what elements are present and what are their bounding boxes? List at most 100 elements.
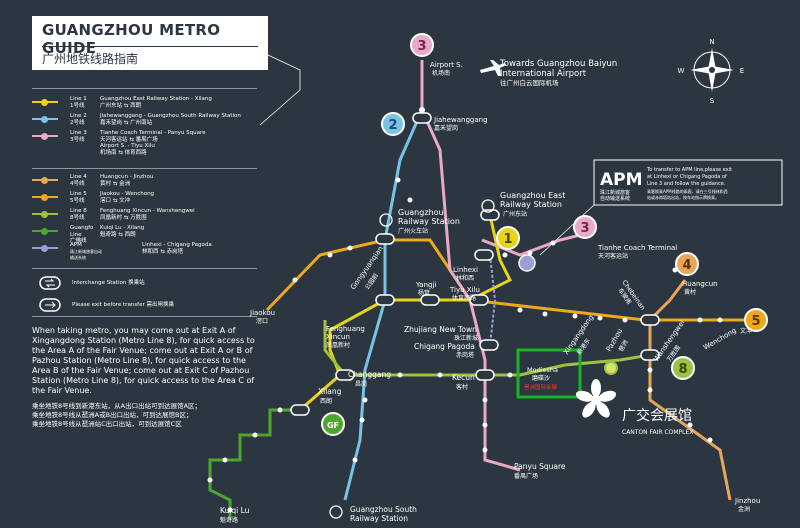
svg-text:GF: GF <box>327 421 339 430</box>
svg-text:2: 2 <box>388 118 397 133</box>
svg-text:客村: 客村 <box>456 383 468 391</box>
line3-badge-top: 3 <box>410 33 434 57</box>
apm-route <box>489 254 497 346</box>
svg-text:Fenghuang: Fenghuang <box>326 325 365 333</box>
svg-text:Airport S.: Airport S. <box>430 61 463 69</box>
svg-text:西朗: 西朗 <box>320 397 332 405</box>
svg-text:Wenchong: Wenchong <box>702 326 738 351</box>
railway-station-icon <box>329 199 495 519</box>
svg-text:Railway Station: Railway Station <box>398 217 460 226</box>
svg-text:Changgang: Changgang <box>348 370 391 379</box>
svg-text:乘客换乘APM线路的乘客，请在三号线林和西: 乘客换乘APM线路的乘客，请在三号线林和西 <box>647 188 728 194</box>
line5-swatch <box>32 193 58 201</box>
guangfo-swatch <box>32 227 58 235</box>
svg-text:Guangzhou South: Guangzhou South <box>350 505 417 514</box>
legend-divider <box>32 88 257 89</box>
svg-text:凤凰新村: 凤凰新村 <box>326 341 350 349</box>
line4-swatch <box>32 176 58 184</box>
line8-badge: 8 <box>671 356 695 380</box>
svg-text:魁奇路: 魁奇路 <box>220 516 238 524</box>
svg-text:滘口: 滘口 <box>256 317 268 325</box>
svg-text:天河客运站: 天河客运站 <box>598 252 628 260</box>
svg-text:5: 5 <box>751 314 760 329</box>
station-dots <box>207 107 723 513</box>
svg-text:Zhujiang New Town: Zhujiang New Town <box>404 325 477 334</box>
apm-icon <box>518 254 536 272</box>
guangfo-route <box>208 408 300 520</box>
svg-text:Linhexi: Linhexi <box>453 266 478 274</box>
svg-text:Jiahewanggang: Jiahewanggang <box>433 116 488 124</box>
svg-text:Railway Station: Railway Station <box>350 514 408 523</box>
svg-text:Kecun: Kecun <box>452 373 475 382</box>
svg-text:S: S <box>710 97 715 105</box>
svg-text:Xilang: Xilang <box>318 387 342 396</box>
legend-divider <box>32 168 257 169</box>
directions-en: When taking metro, you may come out at E… <box>32 326 255 395</box>
apm-info-box: APM 珠江新城旅客 自动输送系统 To transfer to APM lin… <box>593 159 783 206</box>
svg-text:E: E <box>740 67 744 75</box>
svg-text:Guangzhou: Guangzhou <box>398 208 444 217</box>
svg-text:Kuiqi Lu: Kuiqi Lu <box>220 506 250 515</box>
svg-text:琶洲国际会展: 琶洲国际会展 <box>524 383 558 391</box>
line8-swatch <box>32 210 58 218</box>
airport-direction-en2: International Airport <box>500 69 587 79</box>
page-subtitle: 广州地铁线路指南 <box>42 46 258 67</box>
svg-text:站或赤岗塔站出站，按车站指示牌换乘。: 站或赤岗塔站出站，按车站指示牌换乘。 <box>647 194 719 200</box>
guangfo-badge: GF <box>321 412 345 436</box>
modiesha-highlight <box>516 348 582 399</box>
svg-text:文冲: 文冲 <box>740 327 752 335</box>
line1-swatch <box>32 98 58 106</box>
line2-swatch <box>32 115 58 123</box>
interchange-stations <box>290 112 660 416</box>
line3-badge-right: 3 <box>573 215 597 239</box>
svg-text:昌岗: 昌岗 <box>355 381 367 388</box>
airplane-icon <box>480 60 506 76</box>
title-box: GUANGZHOU METRO GUIDE 广州地铁线路指南 <box>32 16 268 70</box>
directions-notes: When taking metro, you may come out at E… <box>32 326 262 429</box>
svg-text:Jinzhou: Jinzhou <box>734 497 760 505</box>
line4-route <box>648 279 732 501</box>
legend-divider <box>32 268 257 269</box>
line4-badge: 4 <box>675 252 699 276</box>
directions-zh-3: 乘坐地铁8号线从琶洲站C出口出站，可到达展馆C区 <box>32 420 182 428</box>
line3-swatch <box>32 132 58 140</box>
svg-text:杨箕: 杨箕 <box>418 289 430 297</box>
svg-text:广州火车站: 广州火车站 <box>398 227 428 235</box>
svg-text:4: 4 <box>682 258 691 273</box>
line5-badge: 5 <box>744 308 768 332</box>
exit-transfer-icon <box>39 298 61 312</box>
svg-text:To transfer to APM line,please: To transfer to APM line,please exit <box>646 167 732 173</box>
apm-swatch <box>32 244 58 252</box>
svg-text:Huangcun: Huangcun <box>682 280 718 288</box>
svg-text:N: N <box>709 38 714 46</box>
line8-route <box>323 320 651 377</box>
svg-text:8: 8 <box>678 362 687 377</box>
apm-pointer <box>539 204 595 256</box>
svg-text:体育西路: 体育西路 <box>452 294 476 302</box>
legend-row-exit: Please exit before transfer 需出闸换乘 <box>72 302 174 308</box>
svg-text:机场南: 机场南 <box>432 69 450 77</box>
svg-text:Guangzhou East: Guangzhou East <box>500 191 565 200</box>
pazhou-marker <box>604 361 618 375</box>
svg-text:磨碟沙: 磨碟沙 <box>532 374 550 382</box>
interchange-icon <box>39 276 61 290</box>
svg-text:珠江新城旅客: 珠江新城旅客 <box>600 189 630 196</box>
canton-fair-logo: 广交会展馆 CANTON FAIR COMPLEX <box>575 379 693 436</box>
svg-text:Tiyu Xilu: Tiyu Xilu <box>449 286 480 294</box>
line2-badge: 2 <box>381 112 405 136</box>
svg-text:CANTON FAIR COMPLEX: CANTON FAIR COMPLEX <box>622 429 693 436</box>
svg-text:1: 1 <box>503 232 512 247</box>
station-labels: Airport S. 机场南 Jiahewanggang 嘉禾望岗 Guangz… <box>220 61 760 524</box>
svg-text:3: 3 <box>580 221 589 236</box>
svg-text:at Linhexi or Chigang Pagoda o: at Linhexi or Chigang Pagoda of <box>647 174 727 180</box>
title-pointer <box>259 54 301 126</box>
svg-text:Chigang Pagoda: Chigang Pagoda <box>414 342 475 351</box>
svg-text:Tianhe Coach Terminal: Tianhe Coach Terminal <box>597 244 677 252</box>
